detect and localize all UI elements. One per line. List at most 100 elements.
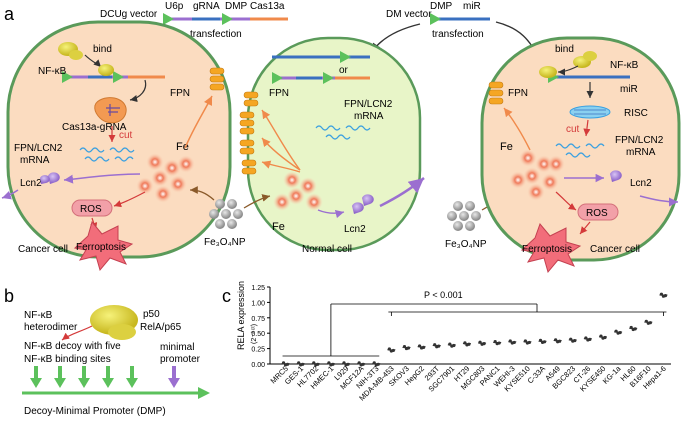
decoy-label: NF-κB decoy with five [24, 341, 121, 352]
dcug-vector-title: DCUg vector [100, 9, 158, 20]
mrna-right [555, 143, 605, 158]
data-point [357, 361, 361, 365]
data-point [419, 346, 424, 350]
data-point [402, 344, 407, 349]
data-point [281, 361, 286, 365]
data-point [480, 342, 484, 346]
fpn-mrna-normal-2: mRNA [354, 111, 384, 122]
p-value-annotation: P < 0.001 [424, 290, 463, 300]
data-point [478, 340, 482, 344]
y-tick-label: 0.25 [251, 347, 265, 354]
dm-vector: DM vector DMP miR transfection [371, 1, 541, 61]
data-point [614, 329, 618, 333]
data-point [417, 344, 422, 348]
np-label-left: Fe₃O₄NP [204, 237, 246, 248]
ros-label-right: ROS [586, 208, 608, 219]
data-point [327, 361, 331, 365]
data-point [314, 363, 318, 367]
data-point [569, 337, 573, 341]
panel-label-a: a [4, 4, 15, 24]
data-point [538, 338, 543, 343]
y-axis-label-2: (2⁻ᐞᶜᵗ) [250, 324, 258, 344]
cut-label-left: cut [119, 130, 133, 141]
fe-cluster-left [136, 153, 195, 203]
rela-expression-chart: RELA expression (2⁻ᐞᶜᵗ) 0.00 0.25 0.50 0.75… [236, 281, 671, 403]
data-point [525, 341, 530, 345]
panel-label-b: b [4, 286, 14, 306]
fpn-mrna-normal-1: FPN/LCN2 [344, 99, 393, 110]
fpn-mrna-left-2: mRNA [20, 155, 50, 166]
data-point [435, 345, 439, 349]
relap65-label: RelA/p65 [140, 322, 182, 333]
normal-cell-label: Normal cell [302, 244, 352, 255]
y-tick-label: 1.00 [251, 300, 265, 307]
binding-sites-label: NF-κB binding sites [24, 354, 111, 365]
ferroptosis-label-left: Ferroptosis [76, 242, 126, 253]
data-point [616, 331, 620, 335]
fpn-label-right: FPN [508, 88, 528, 99]
normal-cell: or FPN FPN/LCN2 mRNA [239, 36, 425, 255]
y-tick-label: 0.00 [251, 362, 265, 369]
data-point [493, 340, 497, 344]
left-cancer-cell: NF-κB bind Cas13a-gRNA cut FPN/LCN2 mRNA… [1, 20, 232, 272]
mrna-left [79, 147, 135, 162]
y-tick-label: 1.25 [251, 285, 265, 292]
np-right: Fe₃O₄NP [445, 196, 509, 250]
data-point [344, 363, 348, 367]
data-point [433, 343, 437, 347]
data-point [523, 339, 528, 343]
data-point [450, 344, 454, 348]
ferroptosis-label-right: Ferroptosis [522, 244, 572, 255]
transfection-label-right: transfection [432, 29, 484, 40]
dmp-label-left: DMP [225, 1, 248, 12]
data-point [372, 361, 376, 365]
grna-label: gRNA [193, 1, 220, 12]
binding-site-arrows [30, 366, 138, 388]
data-point [448, 342, 452, 346]
data-point [659, 292, 664, 296]
lcn2-label-normal: Lcn2 [344, 224, 366, 235]
data-point [586, 338, 590, 342]
data-point [297, 361, 301, 365]
fe-cluster-normal [273, 171, 323, 211]
u6p-label: U6p [165, 1, 184, 12]
fpn-stack-normal [239, 91, 259, 175]
fe-label-right: Fe [500, 141, 513, 153]
transfection-label-left: transfection [190, 29, 242, 40]
np-label-right: Fe₃O₄NP [445, 239, 487, 250]
minimal-promoter-line-2: promoter [160, 354, 201, 365]
data-point [299, 363, 303, 367]
mir-label-right: miR [620, 84, 638, 95]
y-tick-label: 0.50 [251, 331, 265, 338]
data-point [387, 347, 391, 351]
data-point [571, 339, 575, 343]
mrna-normal [315, 125, 371, 140]
data-point [404, 346, 409, 351]
heterodimer-line-2: heterodimer [24, 322, 78, 333]
data-point [508, 339, 512, 343]
y-axis-label-1: RELA expression [236, 281, 246, 350]
heterodimer-line-1: NF-κB [24, 310, 53, 321]
or-label: or [339, 65, 349, 76]
fpn-mrna-left-1: FPN/LCN2 [14, 143, 63, 154]
lcn2-label-right: Lcn2 [630, 178, 652, 189]
nfkb-label-right: NF-κB [610, 60, 639, 71]
bind-label-left: bind [93, 44, 112, 55]
panel-label-c: c [222, 286, 231, 306]
data-point [599, 334, 603, 338]
fe-label-left: Fe [176, 141, 189, 153]
data-point [584, 336, 588, 340]
data-point [601, 336, 605, 340]
y-tick-label: 0.75 [251, 316, 265, 323]
data-point [312, 361, 316, 365]
minimal-promoter-line-1: minimal [160, 342, 194, 353]
np-left: Fe₃O₄NP [189, 186, 271, 248]
data-point [283, 363, 288, 367]
data-point [629, 325, 633, 330]
cut-label-right: cut [566, 124, 580, 135]
mir-label: miR [463, 1, 481, 12]
data-point [329, 363, 333, 367]
cas13a-label: Cas13a [250, 1, 285, 12]
data-point [342, 361, 346, 365]
